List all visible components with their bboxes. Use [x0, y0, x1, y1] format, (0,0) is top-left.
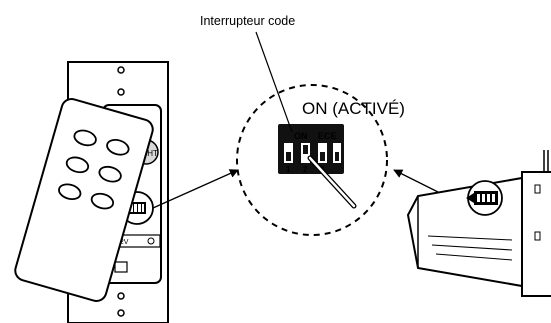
- callout-label: Interrupteur code: [200, 14, 295, 28]
- remote-control: [14, 98, 154, 302]
- screw-hole-top-2: [117, 88, 125, 96]
- remote-button-6: [90, 192, 115, 210]
- switch-state-label: ON (ACTIVÉ): [302, 99, 405, 118]
- screwdriver-icon: [307, 155, 357, 209]
- power-jack-icon: [147, 237, 155, 245]
- remote-button-2: [106, 139, 130, 156]
- garage-door-device: [406, 150, 551, 297]
- power-jack-label: 12V: [116, 239, 129, 246]
- dip-number-2: 2: [303, 165, 308, 174]
- dip-number-1: 1: [286, 165, 291, 174]
- device-dip-switch: [466, 180, 503, 216]
- magnified-view: ON ECE 1 2 3: [236, 84, 388, 236]
- dip-switch-body: [278, 124, 344, 174]
- screw-hole-top-1: [117, 66, 125, 74]
- screw-hole-bottom-1: [117, 292, 125, 300]
- remote-button-3: [65, 156, 90, 174]
- light-button-text: GHT: [141, 149, 158, 158]
- remote-button-1: [73, 129, 97, 147]
- arrow-left: [152, 169, 239, 209]
- dip-switch-on-label: ON: [294, 131, 308, 141]
- remote-button-4: [98, 165, 122, 183]
- dip-switch-code-label: ECE: [318, 131, 337, 141]
- receiver-port: [114, 261, 128, 273]
- remote-button-5: [58, 183, 82, 201]
- screw-hole-bottom-2: [117, 309, 125, 317]
- callout-leader-line: [255, 31, 293, 133]
